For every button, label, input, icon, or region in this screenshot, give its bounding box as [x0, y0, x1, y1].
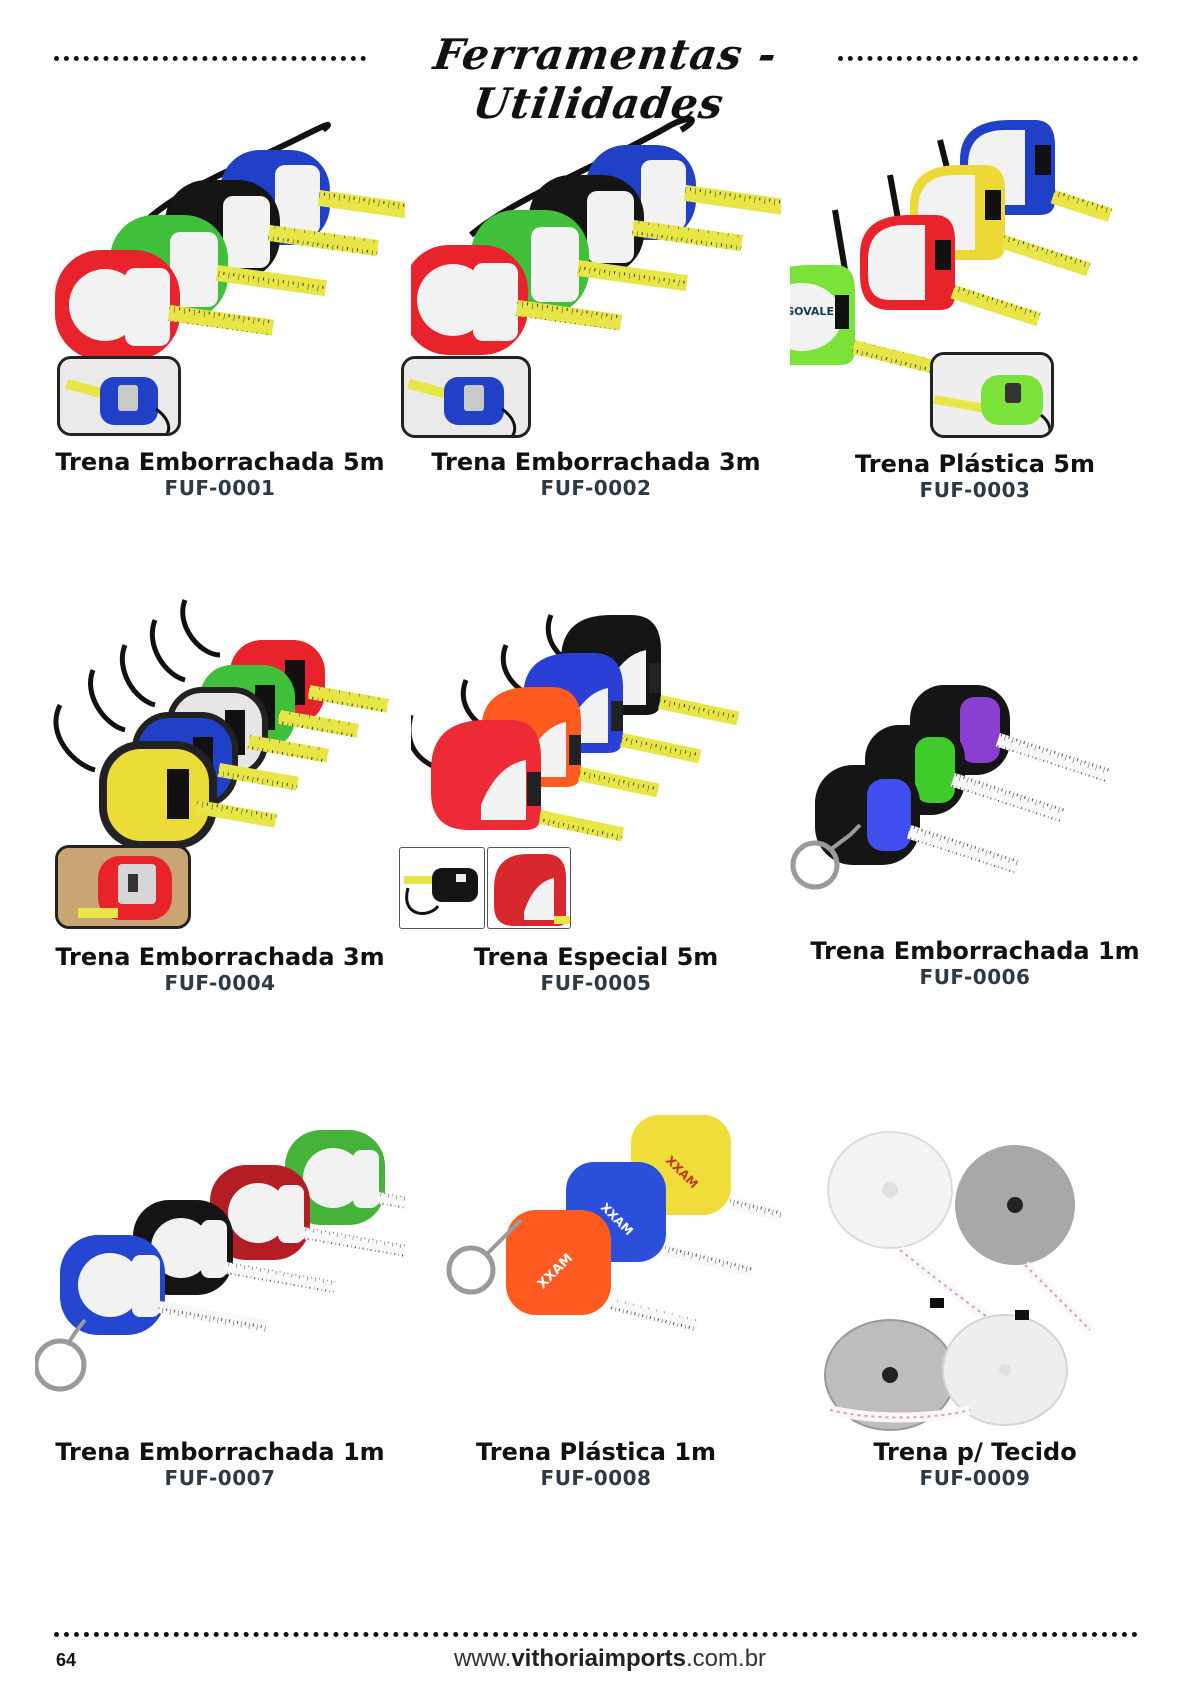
product-code: FUF-0001	[164, 476, 276, 500]
product-image-special-tape-5m	[411, 614, 740, 842]
product-card-fuf-0002[interactable]: Trena Emborrachada 3m FUF-0002	[401, 100, 781, 530]
product-image-rubber-tape-3m-colors	[53, 599, 389, 849]
product-image-rubber-tape-5m	[55, 121, 405, 360]
product-code: FUF-0009	[919, 1466, 1031, 1490]
detail-inset-image-red	[487, 847, 571, 929]
product-code: FUF-0005	[540, 971, 652, 995]
detail-inset-image	[57, 356, 181, 436]
website-suffix: .com.br	[686, 1645, 767, 1672]
detail-inset-image	[401, 356, 531, 438]
product-card-fuf-0001[interactable]: Trena Emborrachada 5m FUF-0001	[35, 100, 405, 530]
product-card-fuf-0006[interactable]: Trena Emborrachada 1m FUF-0006	[790, 595, 1160, 1025]
product-name: Trena Emborrachada 3m	[431, 448, 761, 476]
product-name: Trena Emborrachada 3m	[55, 943, 385, 971]
product-image-rubber-tape-1m-keychain-colors	[35, 1130, 405, 1392]
product-image-plastic-tape-1m-keychain: XXAM XXAM XXAM	[446, 1115, 781, 1332]
product-name: Trena Plástica 5m	[855, 450, 1095, 478]
detail-inset-image	[55, 845, 191, 929]
product-image-fabric-tape	[824, 1131, 1094, 1431]
tegovale-logo-text: TEGOVALE	[790, 305, 834, 318]
product-code: FUF-0004	[164, 971, 276, 995]
header-dotted-rule-right	[838, 56, 1138, 61]
website-link[interactable]: www.vithoriaimports.com.br	[400, 1645, 820, 1673]
product-code: FUF-0007	[164, 1466, 276, 1490]
product-code: FUF-0006	[919, 965, 1031, 989]
page-header: Ferramentas - Utilidades	[0, 28, 1191, 128]
product-name: Trena Emborrachada 5m	[55, 448, 385, 476]
product-card-fuf-0003[interactable]: TEGOVALE Trena Plástica 5m FUF-0003	[790, 100, 1160, 530]
product-name: Trena Especial 5m	[473, 943, 719, 971]
product-card-fuf-0004[interactable]: Trena Emborrachada 3m FUF-0004	[35, 595, 405, 1025]
product-name: Trena p/ Tecido	[873, 1438, 1077, 1466]
detail-inset-image-black	[399, 847, 485, 929]
header-dotted-rule-left	[54, 56, 366, 61]
product-image-plastic-tape-5m: TEGOVALE	[790, 120, 1113, 376]
product-card-fuf-0005[interactable]: Trena Especial 5m FUF-0005	[399, 595, 781, 1025]
product-card-fuf-0008[interactable]: XXAM XXAM XXAM Trena Plástica 1m FUF-000…	[411, 1090, 781, 1520]
product-code: FUF-0008	[540, 1466, 652, 1490]
website-prefix: www.	[453, 1645, 512, 1672]
product-name: Trena Plástica 1m	[476, 1438, 716, 1466]
detail-inset-image	[930, 352, 1054, 438]
website-domain: vithoriaimports	[511, 1645, 687, 1672]
product-code: FUF-0003	[919, 478, 1031, 502]
footer-dotted-rule	[54, 1632, 1138, 1637]
product-image-rubber-tape-3m	[411, 116, 781, 355]
page-number: 64	[56, 1650, 77, 1670]
product-name: Trena Emborrachada 1m	[55, 1438, 385, 1466]
product-card-fuf-0007[interactable]: Trena Emborrachada 1m FUF-0007	[35, 1090, 405, 1520]
product-name: Trena Emborrachada 1m	[810, 937, 1140, 965]
product-code: FUF-0002	[540, 476, 652, 500]
product-image-rubber-tape-1m-keychain	[790, 685, 1110, 890]
product-card-fuf-0009[interactable]: Trena p/ Tecido FUF-0009	[790, 1090, 1160, 1520]
